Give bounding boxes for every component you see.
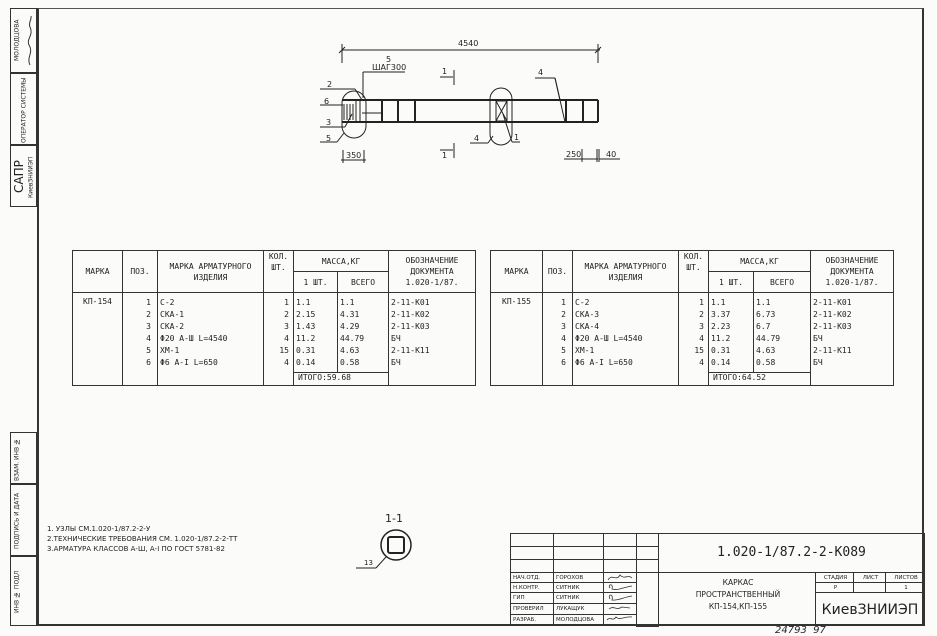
dim-40: 40 [606, 150, 616, 159]
title-line: ПРОСТРАНСТВЕННЫЙ [695, 590, 781, 599]
pos-label-1: 1 [514, 133, 519, 142]
header-mass-one: 1 ШТ. [293, 271, 338, 293]
header-doc-code: 1.020-1/87. [825, 278, 879, 287]
title-line: КП-154,КП-155 [708, 602, 768, 611]
sign-date-label: ПОДПИСЬ И ДАТА [13, 492, 21, 550]
detail-oval-right [489, 87, 513, 146]
dim-350: 350 [346, 151, 361, 160]
organization-name: КиевЗНИИЭП [815, 592, 925, 626]
header-item: МАРКА АРМАТУРНОГО ИЗДЕЛИЯ [157, 250, 264, 293]
archive-number: 24793 97 [775, 625, 826, 636]
marka-cell: КП-154 [72, 292, 123, 386]
detail-oval-left [341, 90, 367, 139]
section-title: 1-1 [385, 512, 403, 525]
header-poz: ПОЗ. [542, 250, 573, 293]
header-marka: МАРКА [72, 250, 123, 293]
drawing-title: КАРКАС ПРОСТРАНСТВЕННЫЙ КП-154,КП-155 [658, 572, 816, 626]
inv-vzam-label: ВЗАМ. ИНВ № [13, 437, 21, 481]
side-box-sapr: САПР КиевЗНИИЭП [10, 145, 37, 207]
document-code: 1.020-1/87.2-2-К089 [658, 533, 925, 573]
header-item: МАРКА АРМАТУРНОГО ИЗДЕЛИЯ [572, 250, 679, 293]
side-box-operator: ОПЕРАТОР СИСТЕМЫ [10, 73, 37, 145]
header-mass: МАССА,КГ [293, 250, 389, 272]
sheet-frame [37, 8, 924, 626]
signatures [606, 574, 633, 621]
side-box-inv-podl: ИНВ № ПОДЛ [10, 556, 37, 626]
side-box-sign-date: ПОДПИСЬ И ДАТА [10, 484, 37, 556]
author-signature [27, 15, 32, 66]
header-mass-one: 1 ШТ. [708, 271, 754, 293]
side-box-author: МОЛОДЦОВА [10, 8, 37, 73]
header-doc-code: 1.020-1/87. [405, 278, 459, 287]
dim-250: 250 [566, 150, 581, 159]
spacing-pos-label: 5 [386, 55, 391, 64]
pos-label-3: 3 [326, 118, 331, 127]
pos-label-4-bottom: 4 [474, 134, 479, 143]
header-doc-label: ОБОЗНАЧЕНИЕ ДОКУМЕНТА [825, 256, 879, 276]
section-mark-bottom: 1 [442, 151, 447, 160]
note-3: 3.АРМАТУРА КЛАССОВ А-Ш, А-I ПО ГОСТ 5781… [47, 545, 225, 553]
pos-label-5: 5 [326, 134, 331, 143]
role-name: МОЛОДЦОВА [553, 614, 604, 626]
section-1-1: 1-1 13 [356, 512, 412, 569]
header-marka: МАРКА [490, 250, 543, 293]
header-doc-label: ОБОЗНАЧЕНИЕ ДОКУМЕНТА [405, 256, 459, 276]
inv-podl-label: ИНВ № ПОДЛ [13, 570, 21, 614]
title-line: КАРКАС [722, 578, 754, 587]
general-notes: 1. УЗЛЫ СМ.1.020-1/87.2-2-У 2.ТЕХНИЧЕСКИ… [47, 524, 237, 554]
side-box-inv-vzam: ВЗАМ. ИНВ № [10, 432, 37, 484]
archive-page: 97 [813, 625, 826, 636]
mass-total-sum: ИТОГО:59.68 [293, 372, 389, 386]
marka-cell: КП-155 [490, 292, 543, 386]
header-mass: МАССА,КГ [708, 250, 811, 272]
note-2: 2.ТЕХНИЧЕСКИЕ ТРЕБОВАНИЯ СМ. 1.020-1/87.… [47, 535, 238, 543]
mass-total-sum: ИТОГО:64.52 [708, 372, 811, 386]
cage-elevation-drawing: 4540 5 ШАГ300 2 6 3 5 4 1 4 1 1 350 250 … [320, 39, 620, 163]
header-qty: КОЛ. ШТ. [678, 250, 709, 293]
header-mass-total: ВСЕГО [337, 271, 389, 293]
signature-cell [603, 614, 637, 626]
header-poz: ПОЗ. [122, 250, 158, 293]
section-pos-label: 13 [364, 559, 373, 567]
archive-id: 24793 [775, 625, 807, 636]
pos-label-4-top: 4 [538, 68, 543, 77]
pos-label-2: 2 [327, 80, 332, 89]
spacing-label: ШАГ300 [372, 63, 406, 72]
role-label: РАЗРАБ. [510, 614, 554, 626]
header-qty: КОЛ. ШТ. [263, 250, 294, 293]
header-doc: ОБОЗНАЧЕНИЕ ДОКУМЕНТА 1.020-1/87. [388, 250, 476, 293]
pos-label-6: 6 [324, 97, 329, 106]
header-mass-total: ВСЕГО [753, 271, 811, 293]
note-1: 1. УЗЛЫ СМ.1.020-1/87.2-2-У [47, 525, 151, 533]
length-dimension: 4540 [458, 39, 478, 48]
header-doc: ОБОЗНАЧЕНИЕ ДОКУМЕНТА 1.020-1/87. [810, 250, 894, 293]
section-mark-top: 1 [442, 67, 447, 76]
